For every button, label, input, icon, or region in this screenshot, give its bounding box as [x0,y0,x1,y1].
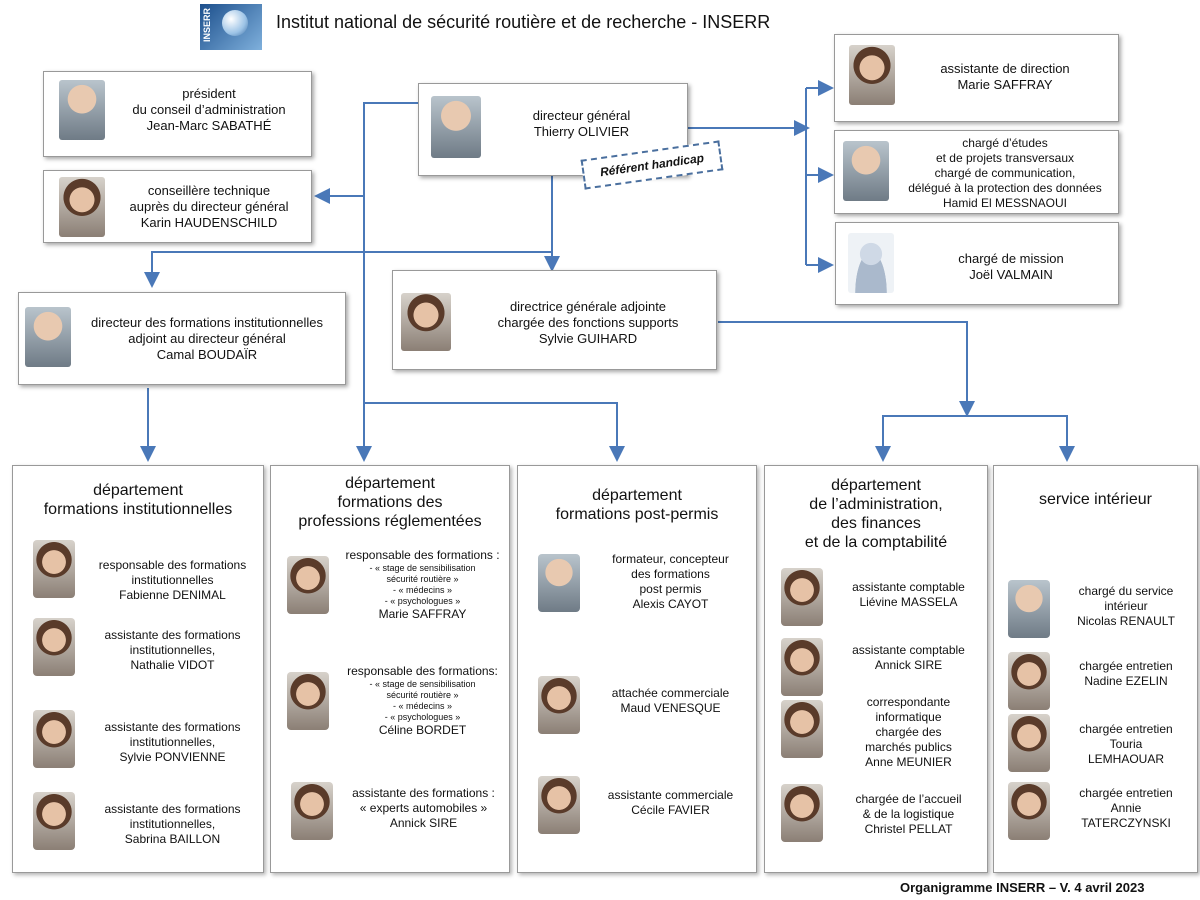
member-photo [1008,652,1050,710]
logo-text: INSERR [202,8,212,43]
member-photo [781,784,823,842]
member-photo [33,710,75,768]
dept-title: service intérieur [1039,491,1152,508]
member-photo [538,554,580,612]
member-photo [33,792,75,850]
globe-icon [222,10,248,36]
directeur-formations-text: directeur des formations institutionnell… [91,315,323,362]
member-photo [33,540,75,598]
member-photo [287,672,329,730]
member-photo [781,700,823,758]
directeur-general-photo [431,96,481,158]
member-photo [538,676,580,734]
president-photo [59,80,105,140]
inserr-logo: INSERR [200,4,262,50]
member-photo [1008,714,1050,772]
member-photo [33,618,75,676]
directrice-generale-adjointe-photo [401,293,451,351]
member-photo [538,776,580,834]
footer-version: Organigramme INSERR – V. 4 avril 2023 [900,880,1145,895]
member-photo [1008,782,1050,840]
member-text: responsable des formations : - « stage d… [345,548,500,621]
member-photo [781,638,823,696]
member-text: responsable des formations: - « stage de… [347,664,498,737]
member-photo [291,782,333,840]
charge-mission-photo [848,233,894,293]
member-photo [781,568,823,626]
directeur-formations-photo [25,307,71,367]
charge-etudes-photo [843,141,889,201]
directeur-formations-institutionnelles-box: directeur des formations institutionnell… [18,292,346,385]
member-photo [1008,580,1050,638]
member-text: assistante des formations :« experts aut… [352,786,495,830]
assistante-direction-photo [849,45,895,105]
member-photo [287,556,329,614]
page-title: Institut national de sécurité routière e… [276,12,771,32]
conseillere-photo [59,177,105,237]
